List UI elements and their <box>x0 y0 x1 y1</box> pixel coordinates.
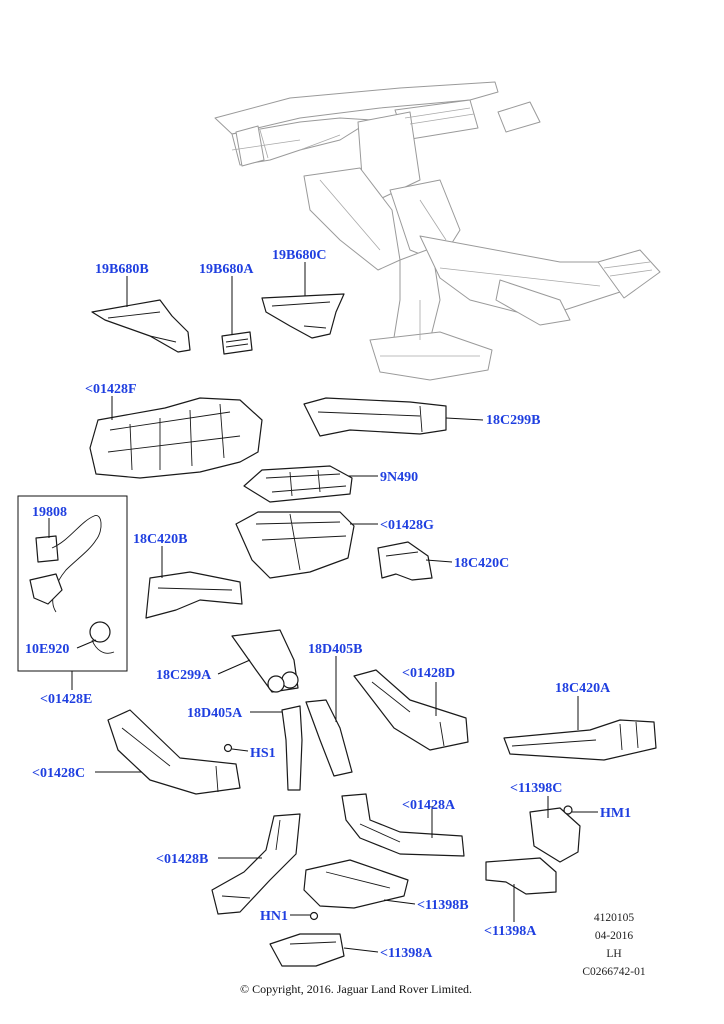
part-11398c-shape <box>529 805 581 863</box>
part-18c420b-shape <box>145 571 243 619</box>
callout-19b680c: 19B680C <box>272 248 326 263</box>
callout-01428g: <01428G <box>380 518 434 533</box>
part-18d405a-b-shape <box>281 699 353 791</box>
part-19b680a-shape <box>221 331 253 355</box>
callout-01428b: <01428B <box>156 852 208 867</box>
callout-01428a: <01428A <box>402 798 456 813</box>
callout-10e920: 10E920 <box>25 642 69 657</box>
part-11398a-lower-right-shape <box>485 857 557 895</box>
callout-labels: 19B680B 19B680A 19B680C <01428F 18C299B … <box>25 248 631 961</box>
callout-18c420a: 18C420A <box>555 681 611 696</box>
callout-11398a: <11398A <box>380 946 433 961</box>
callout-01428c: <01428C <box>32 766 85 781</box>
wiring-harness-box <box>17 495 128 690</box>
callout-9n490: 9N490 <box>380 470 418 485</box>
part-01428d-shape <box>353 669 469 751</box>
copyright-notice: © Copyright, 2016. Jaguar Land Rover Lim… <box>240 982 472 996</box>
callout-01428f: <01428F <box>85 382 137 397</box>
callout-19b680a: 19B680A <box>199 262 254 277</box>
callout-01428d: <01428D <box>402 666 455 681</box>
illustration-side: LH <box>606 948 621 960</box>
part-01428b-shape <box>211 813 301 915</box>
callout-18d405a: 18D405A <box>187 706 243 721</box>
leader-lines <box>48 262 598 953</box>
part-19b680b-shape <box>91 299 191 353</box>
callout-19808: 19808 <box>32 505 67 520</box>
dashboard-assembly-ghost <box>214 81 661 381</box>
part-9n490-shape <box>243 465 353 503</box>
callout-18c420b: 18C420B <box>133 532 187 547</box>
part-18c299a-shape <box>231 629 299 693</box>
part-01428a-shape <box>341 793 465 857</box>
callout-11398c: <11398C <box>510 781 562 796</box>
fasteners <box>223 743 319 921</box>
callout-11398a-lower-right: <11398A <box>484 924 537 939</box>
callout-11398b: <11398B <box>417 898 469 913</box>
callout-hs1: HS1 <box>250 746 276 761</box>
part-01428f-shape <box>89 397 263 479</box>
callout-01428e: <01428E <box>40 692 92 707</box>
callout-hn1: HN1 <box>260 909 288 924</box>
part-11398b-shape <box>303 859 409 909</box>
callout-18c299a: 18C299A <box>156 668 212 683</box>
part-11398a-shape <box>269 933 345 967</box>
callout-18c420c: 18C420C <box>454 556 509 571</box>
illustration-info: 4120105 04-2016 LH C0266742-01 <box>582 912 646 978</box>
part-19b680c-shape <box>261 293 345 339</box>
illustration-number: 4120105 <box>594 912 635 924</box>
catalogue-number: C0266742-01 <box>582 966 646 978</box>
callout-hm1: HM1 <box>600 806 631 821</box>
illustration-date: 04-2016 <box>595 930 634 942</box>
part-18c420c-shape <box>377 541 433 581</box>
part-01428c-shape <box>107 709 241 795</box>
callout-18d405b: 18D405B <box>308 642 362 657</box>
part-18c420a-shape <box>503 719 657 761</box>
callout-19b680b: 19B680B <box>95 262 149 277</box>
callout-18c299b: 18C299B <box>486 413 540 428</box>
part-01428g-shape <box>235 511 355 579</box>
part-18c299b-shape <box>303 397 447 437</box>
